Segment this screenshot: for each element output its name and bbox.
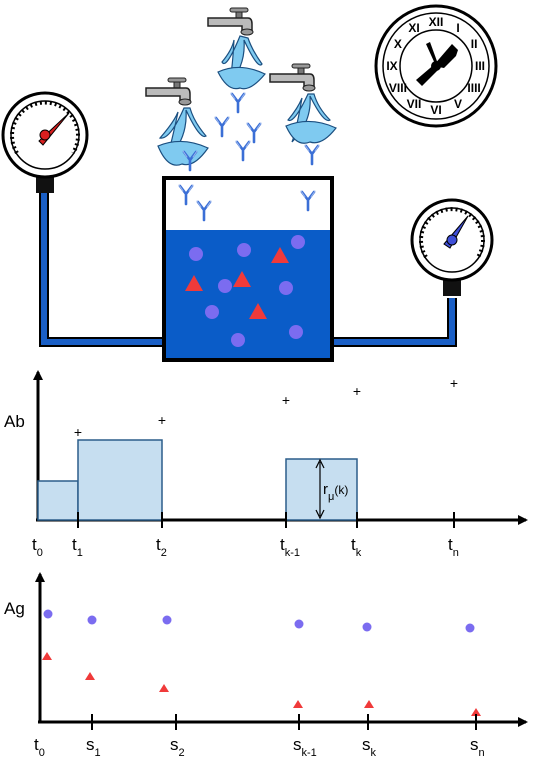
tick-label: tn <box>448 535 459 559</box>
tick-label: t0 <box>34 735 45 759</box>
clock-numeral: I <box>456 21 459 35</box>
triangle-marker <box>249 303 267 319</box>
circle-marker <box>162 615 172 625</box>
antibody-icon <box>182 150 198 172</box>
faucet-icon <box>269 63 316 92</box>
circle-marker <box>362 622 372 632</box>
ab-plus-markers: + + + + + <box>74 375 458 440</box>
triangle-marker <box>364 700 374 708</box>
ag-x-ticks: t0 s1 s2 sk-1 sk sn <box>34 714 485 759</box>
circle-marker <box>189 247 203 261</box>
floating-antibodies <box>182 92 320 172</box>
svg-text:rμ(k): rμ(k) <box>323 481 348 503</box>
circle-marker <box>231 333 245 347</box>
ab-bar <box>37 480 79 521</box>
circle-marker <box>279 281 293 295</box>
tick-label: s2 <box>170 735 185 759</box>
tick-label: sk-1 <box>293 735 317 759</box>
circle-marker <box>218 279 232 293</box>
circle-marker <box>465 623 475 633</box>
plus-marker: + <box>74 424 82 440</box>
ag-chart: Ag t0 s1 s2 sk-1 sk sn <box>4 572 528 759</box>
annotation-main: r <box>323 481 328 498</box>
circle-marker <box>289 325 303 339</box>
plus-marker: + <box>158 412 166 428</box>
clock-numeral: VII <box>407 97 422 111</box>
antibody-icon <box>214 116 230 138</box>
triangle-marker <box>159 684 169 692</box>
pressure-gauge-icon <box>1 91 89 193</box>
tick-label: tk <box>351 535 362 559</box>
antibody-icon <box>304 144 320 166</box>
ab-bar <box>285 458 358 521</box>
tick-label: s1 <box>86 735 101 759</box>
triangle-marker <box>233 271 251 287</box>
antibody-icon <box>178 184 194 206</box>
ab-y-label: Ab <box>4 412 25 431</box>
tick-label: sn <box>470 735 485 759</box>
clock-numeral: XII <box>429 15 444 29</box>
plus-marker: + <box>282 392 290 408</box>
right-pipe <box>330 298 457 347</box>
ag-y-label: Ag <box>4 599 25 618</box>
clock-numeral: VIII <box>389 81 407 95</box>
triangle-marker <box>471 708 481 716</box>
clock-numeral: V <box>454 97 462 111</box>
clock-numeral: II <box>471 37 478 51</box>
left-pipe <box>39 192 166 347</box>
triangle-marker <box>185 275 203 291</box>
tick-label: t0 <box>32 535 43 559</box>
antibody-icon <box>300 190 316 212</box>
water-spray <box>285 93 337 144</box>
clock-numeral: III <box>475 59 485 73</box>
ag-circle-points <box>43 609 475 633</box>
clock-numeral: XI <box>408 21 419 35</box>
ab-x-ticks: t0 t1 t2 tk-1 tk tn <box>32 512 459 559</box>
tank <box>162 176 334 362</box>
clock-numeral: VI <box>430 103 441 117</box>
tick-label: sk <box>362 735 377 759</box>
antibody-icon <box>235 140 251 162</box>
triangle-marker <box>271 247 289 263</box>
circle-marker <box>205 305 219 319</box>
tick-label: t1 <box>72 535 83 559</box>
tick-label: t2 <box>156 535 167 559</box>
clock-hands <box>416 42 458 86</box>
circle-marker <box>294 619 304 629</box>
circle-marker <box>291 235 305 249</box>
pressure-gauge-icon <box>410 198 494 296</box>
plus-marker: + <box>353 383 361 399</box>
annotation-tail: (k) <box>334 483 348 497</box>
bar-height-annotation: rμ(k) <box>315 458 348 520</box>
ab-chart: Ab rμ(k) + + + + + t0 t1 t2 tk-1 tk tn <box>4 370 528 559</box>
annotation-sub: μ <box>328 491 334 503</box>
antibody-icon <box>230 92 246 114</box>
faucet-icon <box>207 7 254 36</box>
clock-numeral: IIII <box>467 81 480 95</box>
water-spray <box>217 35 266 90</box>
antibody-icon <box>196 200 212 222</box>
tank-antibodies <box>178 184 316 222</box>
triangle-marker <box>42 652 52 660</box>
triangle-marker <box>85 672 95 680</box>
water-spray <box>157 107 209 166</box>
tank-antigens <box>185 235 305 347</box>
triangle-marker <box>293 700 303 708</box>
clock-numeral: IX <box>386 59 397 73</box>
circle-marker <box>237 243 251 257</box>
tick-label: tk-1 <box>280 535 300 559</box>
antibody-icon <box>246 122 262 144</box>
circle-marker <box>43 609 53 619</box>
faucet-icon <box>145 77 192 106</box>
circle-marker <box>87 615 97 625</box>
ag-triangle-points <box>42 652 481 716</box>
clock-numeral: X <box>394 37 402 51</box>
plus-marker: + <box>450 375 458 391</box>
ab-bar <box>77 439 163 521</box>
